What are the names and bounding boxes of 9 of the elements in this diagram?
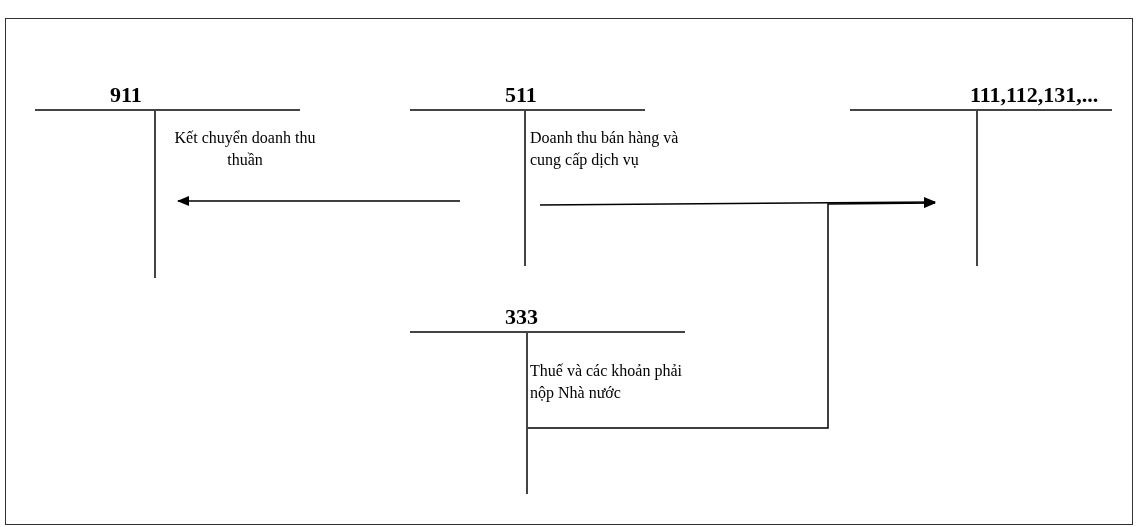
edge-label: Doanh thu bán hàng và cung cấp dịch vụ [530,128,680,171]
edge-label: Kết chuyển doanh thu thuần [173,128,317,170]
account-number: 511 [505,84,537,106]
account-number: 911 [110,84,142,106]
account-number: 333 [505,306,538,328]
account-number: 111,112,131,... [970,84,1099,106]
arrow [177,196,461,206]
edge-label: Thuế và các khoản phải nộp Nhà nước [530,361,683,404]
arrow [539,197,936,208]
